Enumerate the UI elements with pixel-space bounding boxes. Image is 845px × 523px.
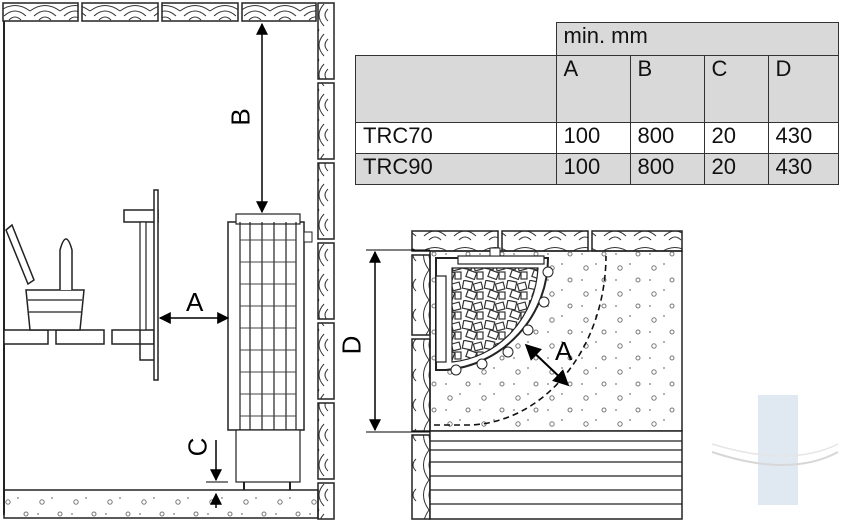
- table-column-row: A B C D: [355, 55, 839, 123]
- value-cell: 800: [629, 122, 705, 154]
- table-header-row: min. mm: [355, 22, 839, 56]
- dimension-a-top-arrow: [524, 343, 570, 387]
- label-b: B: [225, 108, 256, 126]
- floor: [3, 489, 319, 519]
- value-cell: 430: [767, 122, 839, 154]
- table-row: TRC90 100 800 20 430: [355, 153, 839, 185]
- label-c: C: [182, 437, 213, 457]
- heater-top: [435, 247, 554, 376]
- bench-planks: [429, 430, 683, 520]
- column-a: A: [555, 55, 631, 123]
- value-cell: 100: [555, 153, 631, 185]
- clearance-table: min. mm A B C D TRC70 100 800 20 430 TRC…: [355, 22, 839, 185]
- model-cell: TRC70: [355, 122, 557, 154]
- top-view: [366, 230, 683, 520]
- heater-side: [227, 213, 313, 490]
- column-d: D: [767, 55, 839, 123]
- bench: [3, 329, 155, 361]
- label-a: A: [186, 287, 204, 317]
- value-cell: 20: [703, 122, 769, 154]
- column-c: C: [703, 55, 769, 123]
- column-b: B: [629, 55, 705, 123]
- label-d: D: [336, 335, 367, 355]
- value-cell: 800: [629, 153, 705, 185]
- backrest: [123, 189, 159, 381]
- table-row: TRC70 100 800 20 430: [355, 122, 839, 154]
- header-group-label: min. mm: [555, 22, 839, 56]
- dimension-c-arrow: [206, 440, 228, 508]
- watermark-logo: [711, 395, 839, 505]
- bucket-icon: [5, 223, 85, 331]
- side-view: [2, 2, 335, 520]
- label-a-top: A: [555, 336, 573, 366]
- value-cell: 20: [703, 153, 769, 185]
- model-cell: TRC90: [355, 153, 557, 185]
- value-cell: 430: [767, 153, 839, 185]
- wall-planks: [317, 2, 335, 520]
- value-cell: 100: [555, 122, 631, 154]
- ceiling-planks: [2, 2, 317, 22]
